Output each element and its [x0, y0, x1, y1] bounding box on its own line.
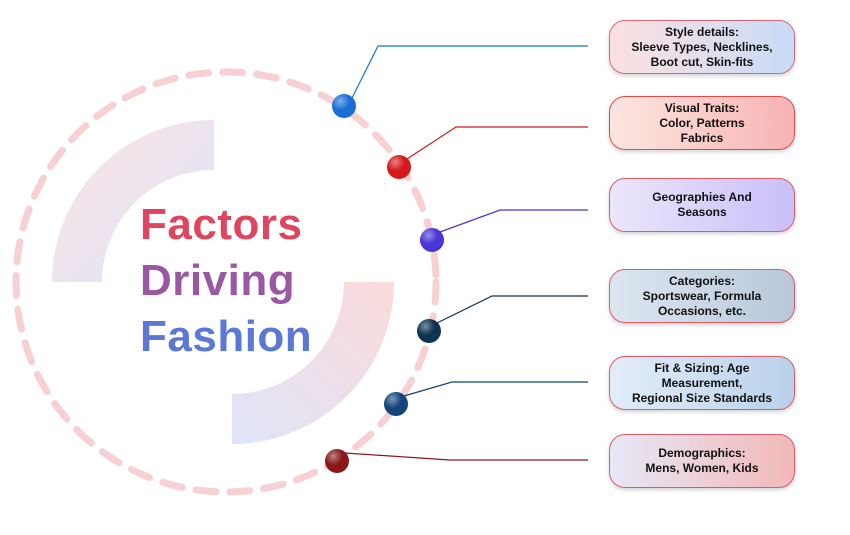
- connector-line: [403, 381, 588, 397]
- factor-card-line: Mens, Women, Kids: [645, 461, 759, 475]
- factor-card-line: Color, Patterns: [659, 115, 745, 130]
- factor-card-line: Fabrics: [680, 130, 724, 145]
- factor-card-line: Measurement,: [661, 375, 743, 390]
- factor-card-line: Categories:: [668, 273, 736, 288]
- factor-dot-shine: [325, 449, 349, 473]
- factor-card-line: Style details:: [664, 24, 740, 39]
- factor-card: Style details:Sleeve Types, Necklines,Bo…: [609, 20, 795, 74]
- connector-lines: [344, 45, 588, 461]
- factor-card: Demographics:Mens, Women, Kids: [609, 434, 795, 488]
- title-line-1: Factors: [140, 200, 303, 249]
- dashed-ring: [12, 68, 440, 496]
- factor-card-line: Fit & Sizing: Age: [654, 360, 750, 375]
- factor-dots: [325, 94, 444, 473]
- factor-dot-shine: [420, 228, 444, 252]
- factor-card-line: Sleeve Types, Necklines,: [631, 39, 773, 54]
- factor-card-line: Demographics:: [658, 446, 746, 460]
- factor-card-line: Geographies And: [652, 190, 752, 204]
- factor-dot-shine: [417, 319, 441, 343]
- inner-arc-top: [52, 120, 214, 282]
- inner-arc-bottom: [232, 282, 394, 444]
- connector-line: [344, 452, 588, 461]
- factor-dot-shine: [384, 392, 408, 416]
- factor-card-line: Seasons: [677, 205, 727, 219]
- factor-dot-shine: [332, 94, 356, 118]
- title-line-3: Fashion: [140, 312, 313, 361]
- connector-line: [439, 209, 588, 233]
- factor-card-line: Occasions, etc.: [657, 303, 747, 318]
- factor-card-line: Visual Traits:: [664, 100, 740, 115]
- connector-line: [406, 126, 588, 160]
- factor-card-line: Boot cut, Skin-fits: [650, 54, 754, 69]
- factor-dot-shine: [387, 155, 411, 179]
- factor-card-line: Regional Size Standards: [631, 390, 773, 405]
- connector-line: [351, 45, 588, 99]
- connector-line: [436, 295, 588, 324]
- title-line-2: Driving: [140, 256, 296, 305]
- factor-card-line: Sportswear, Formula: [642, 288, 762, 303]
